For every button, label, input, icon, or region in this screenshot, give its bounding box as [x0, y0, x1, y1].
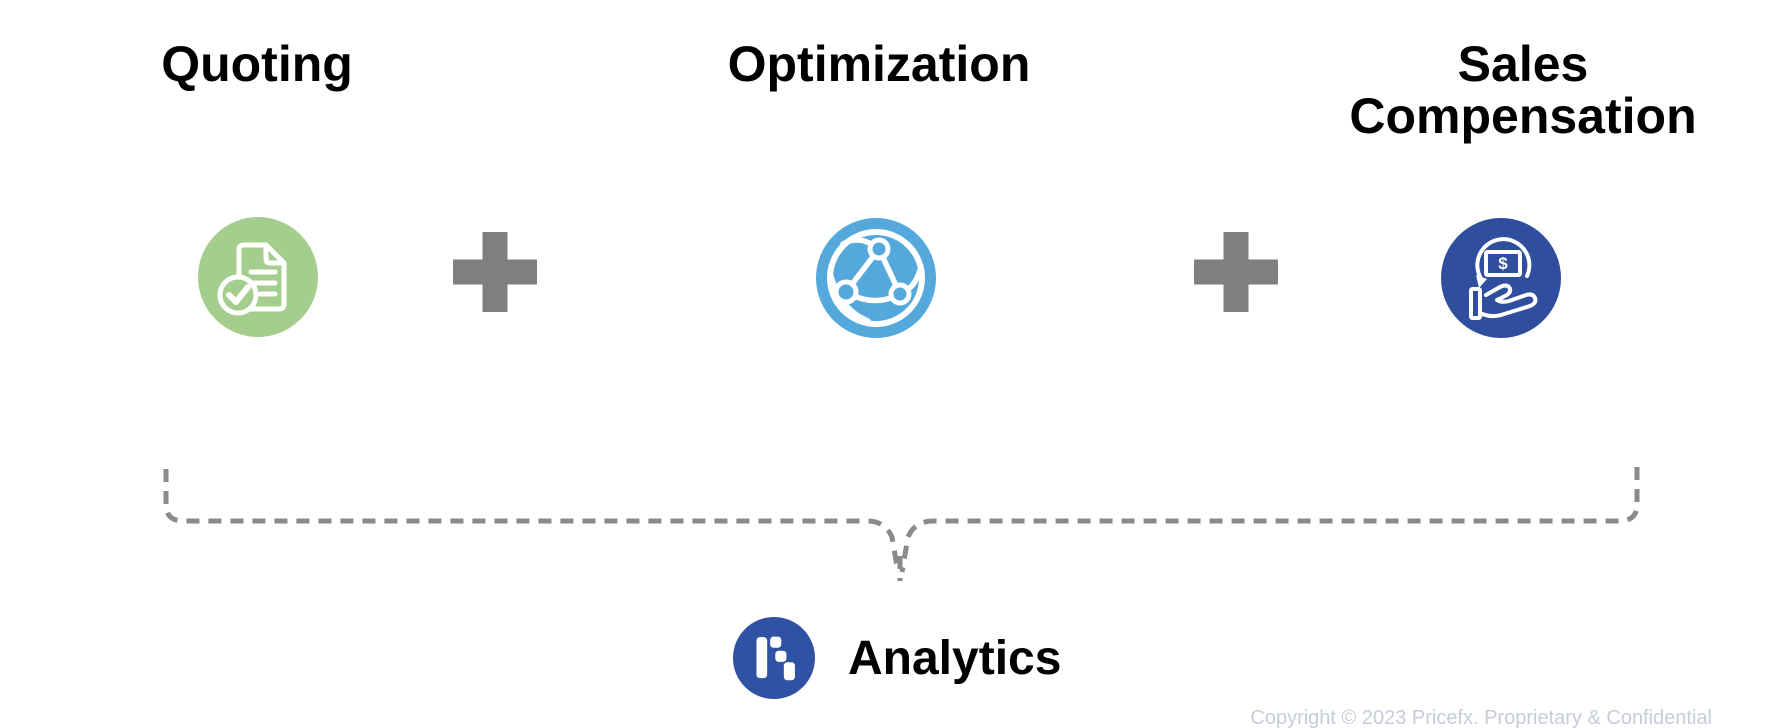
plus-icon — [1194, 232, 1278, 312]
column-title-optimization: Optimization — [727, 36, 1031, 92]
document-check-icon — [198, 217, 318, 337]
copyright-notice: Copyright © 2023 Pricefx. Proprietary & … — [1250, 707, 1712, 728]
pricefx-logo-icon — [727, 611, 821, 705]
column-title-sales-compensation: Sales Compensation — [1349, 36, 1697, 144]
cash-in-hand-icon: $ — [1441, 218, 1561, 338]
plus-icon — [453, 232, 537, 312]
column-title-quoting: Quoting — [161, 36, 353, 92]
analytics-label: Analytics — [848, 631, 1062, 685]
dollar-sign-glyph: $ — [1498, 254, 1508, 273]
network-globe-icon — [816, 218, 936, 338]
analytics-row: Analytics — [727, 611, 1061, 705]
